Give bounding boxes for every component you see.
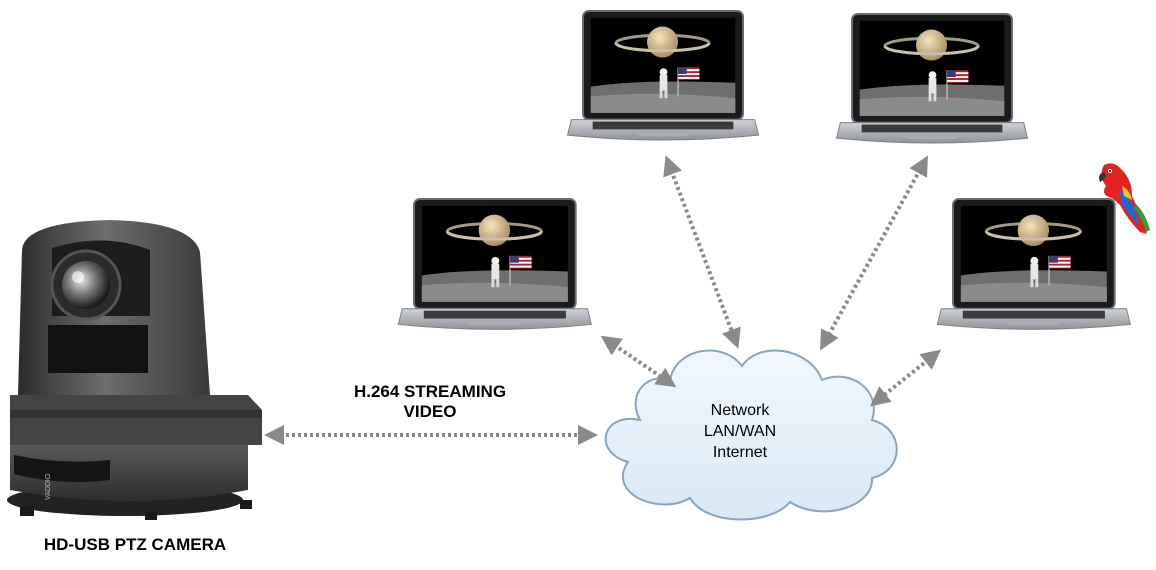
- ptz-camera: VADDIO: [7, 220, 262, 520]
- laptop-top-left: [566, 9, 761, 142]
- network-label-line2: LAN/WAN: [703, 423, 777, 440]
- arrow-top-right-laptop: [820, 155, 928, 351]
- streaming-label-line1: H.264 STREAMING: [353, 382, 507, 401]
- arrow-top-left-laptop: [663, 155, 741, 349]
- network-label-line3: Internet: [712, 444, 768, 461]
- connection-arrows: [264, 155, 942, 445]
- arrow-mid-right-laptop: [869, 349, 942, 407]
- laptop-mid-right: [935, 197, 1132, 331]
- network-label-line1: Network: [710, 402, 770, 419]
- network-label: Network LAN/WAN Internet: [660, 400, 820, 463]
- arrow-mid-left-laptop: [600, 335, 677, 388]
- camera-brand-mark: VADDIO: [45, 473, 52, 500]
- laptop-top-right: [835, 12, 1030, 145]
- network-cloud: [604, 349, 898, 521]
- streaming-label: H.264 STREAMING VIDEO: [315, 382, 545, 422]
- streaming-label-line2: VIDEO: [403, 402, 457, 421]
- camera-label: HD-USB PTZ CAMERA: [43, 535, 227, 554]
- parrot-icon: [1099, 163, 1150, 234]
- laptop-mid-left: [396, 197, 593, 331]
